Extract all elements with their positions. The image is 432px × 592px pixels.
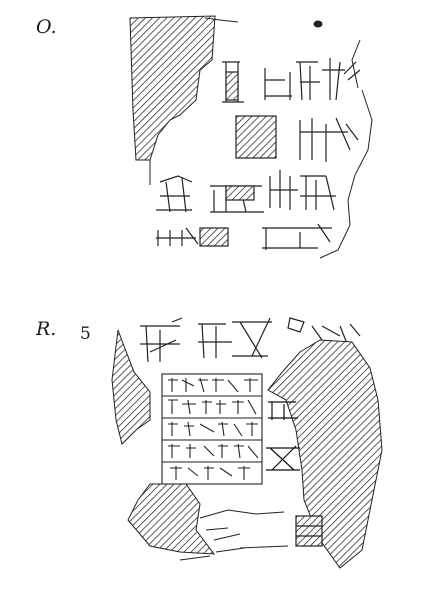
obverse-row-3 [156, 170, 336, 213]
reverse-bottom-damage [127, 483, 216, 555]
obverse-fragment [129, 15, 373, 259]
reverse-text-line-3 [168, 421, 258, 437]
reverse-text-line-2 [168, 399, 257, 415]
reverse-text-line-5 [170, 466, 250, 480]
reverse-text-line-1 [168, 377, 258, 393]
reverse-text-line-4 [168, 443, 259, 459]
obverse-row-4 [156, 223, 332, 250]
reverse-bottom-right-box [295, 515, 323, 547]
reverse-right-signs [266, 401, 300, 471]
line-number: 5 [80, 324, 91, 344]
obverse-label: O. [36, 16, 57, 38]
reverse-bottom-outline [179, 509, 289, 561]
obverse-damaged-area [129, 15, 216, 161]
obverse-outline [149, 17, 373, 259]
reverse-text-block [161, 373, 263, 485]
reverse-left-damage [111, 329, 151, 445]
obverse-row-2 [235, 115, 359, 162]
obverse-row-1 [222, 58, 361, 103]
reverse-row-top [140, 317, 361, 363]
reverse-fragment [111, 317, 383, 569]
reverse-right-damage [267, 339, 383, 569]
reverse-label: R. [36, 318, 57, 340]
